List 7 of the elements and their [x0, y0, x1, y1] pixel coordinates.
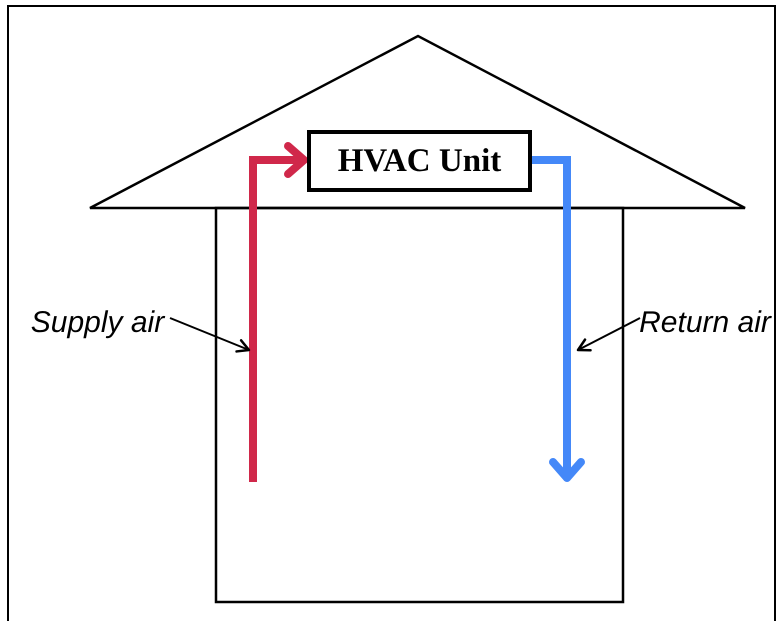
airflow-arrow [532, 156, 585, 482]
air-label: Supply air [20, 278, 175, 368]
leader-line [576, 317, 640, 352]
leader-line [170, 317, 250, 353]
airflow-arrow [249, 142, 308, 482]
hvac-unit-box: HVAC Unit [307, 130, 532, 192]
air-label: Return air [635, 278, 775, 368]
